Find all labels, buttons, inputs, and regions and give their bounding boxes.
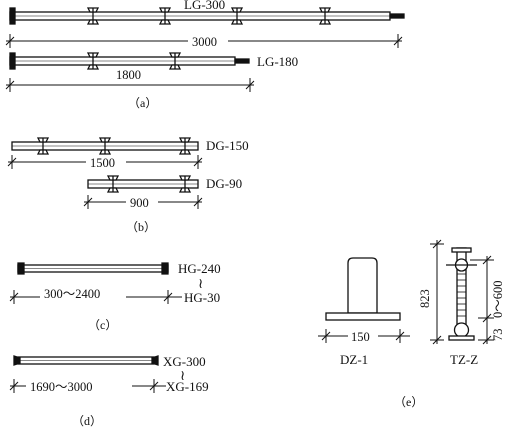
lg-300-label: LG-300 (184, 0, 225, 12)
dg-90-tube (87, 175, 199, 193)
xg-300-label: XG-300 (163, 354, 206, 369)
lg-300-tube (9, 7, 405, 25)
panel-c: HG-240 ≀ 300～2400 HG-30 （c） (9, 261, 221, 332)
xg-dimension: 1690～3000 (30, 380, 93, 394)
caption-e: （e） (394, 395, 423, 409)
dg-150-label: DG-150 (206, 138, 249, 153)
dz-1-base (325, 257, 401, 321)
tz-z-label: TZ-Z (450, 352, 478, 367)
panel-b: DG-150 1500 DG-90 9 (7, 137, 249, 234)
dg-90-dimension: 900 (130, 196, 149, 210)
dz-1-dimension: 150 (351, 330, 370, 344)
xg-tilde: ≀ (180, 369, 185, 384)
lg-180-label: LG-180 (257, 54, 298, 69)
lg-300-dimension: 3000 (192, 35, 217, 49)
lg-180-dimension-line (5, 78, 255, 92)
lg-180-tube (9, 52, 250, 70)
panel-d: XG-300 ≀ 1690～3000 XG-169 （d） (9, 354, 209, 428)
tz-z-range-dimension: 0～600 (491, 280, 505, 318)
tz-z-height-dimension: 823 (418, 289, 432, 308)
caption-c: （c） (88, 318, 117, 332)
lg-180-dimension: 1800 (116, 68, 141, 82)
panel-a: LG-300 3000 LG-180 (5, 0, 405, 110)
hg-tilde: ≀ (198, 277, 203, 292)
dg-150-dimension: 1500 (90, 156, 115, 170)
tz-z-height-dimension-line (430, 239, 444, 345)
tz-z-range-dimension-line (470, 255, 494, 345)
hg-tube (17, 262, 169, 275)
caption-b: （b） (126, 220, 156, 234)
dg-150-tube (11, 137, 199, 155)
hg-dimension: 300～2400 (44, 287, 100, 301)
tz-z-bottom-dimension: 73 (491, 329, 505, 342)
hg-240-label: HG-240 (178, 261, 221, 276)
caption-d: （d） (72, 414, 102, 428)
dz-1-label: DZ-1 (340, 352, 368, 367)
panel-e: 150 DZ-1 TZ-Z (318, 239, 505, 409)
xg-tube (13, 355, 159, 366)
caption-a: （a） (128, 96, 157, 110)
tz-z-jack (446, 247, 477, 341)
dg-90-label: DG-90 (206, 176, 242, 191)
hg-30-label: HG-30 (184, 290, 220, 305)
xg-169-label: XG-169 (166, 379, 209, 394)
